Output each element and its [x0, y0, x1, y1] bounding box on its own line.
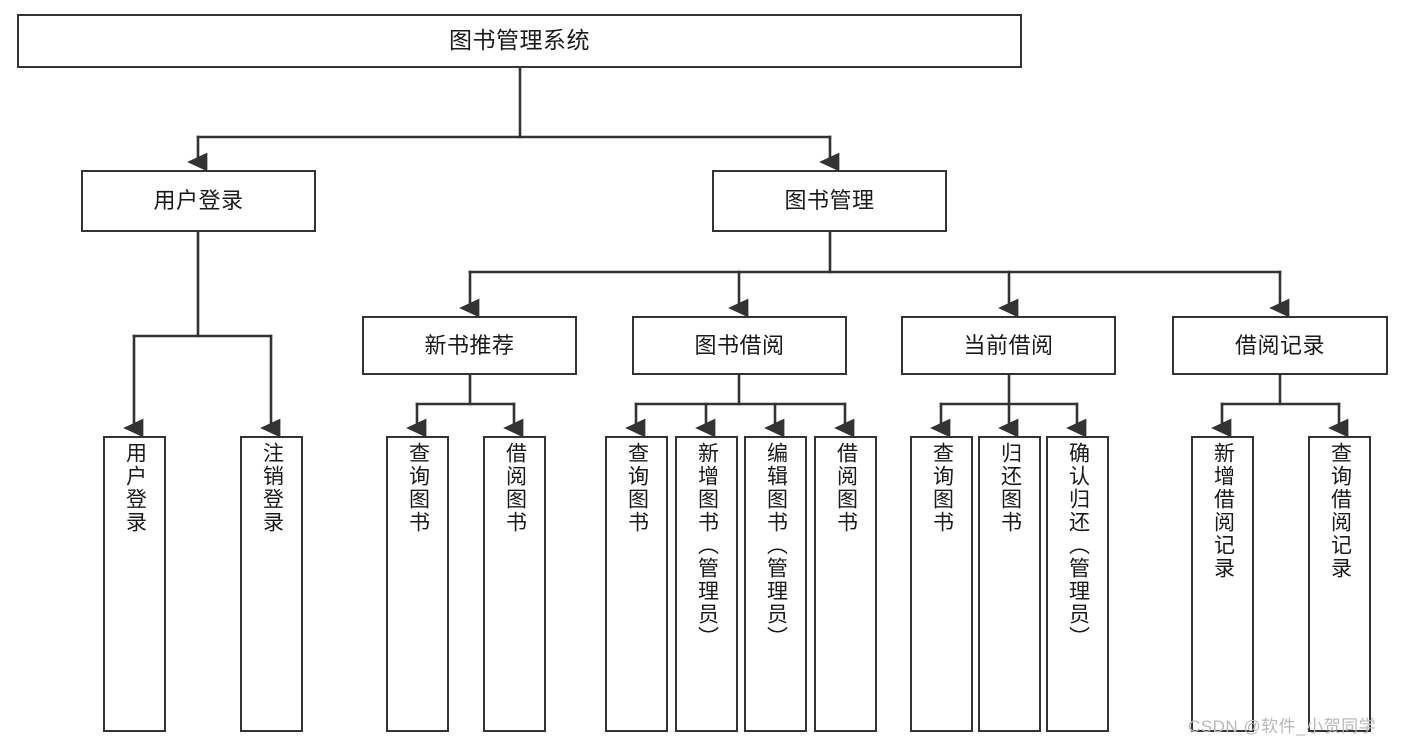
node-leaf-query-book-borrow[interactable]: 查询图书: [605, 436, 668, 732]
node-label: 编辑图书（管理员）: [764, 442, 788, 649]
node-leaf-return-book[interactable]: 归还图书: [978, 436, 1041, 732]
node-label: 新增图书（管理员）: [695, 442, 719, 649]
node-leaf-query-book-recommend[interactable]: 查询图书: [386, 436, 449, 732]
node-label: 查询借阅记录: [1328, 442, 1352, 580]
node-borrow-record[interactable]: 借阅记录: [1172, 316, 1388, 375]
node-leaf-add-book[interactable]: 新增图书（管理员）: [675, 436, 738, 732]
node-leaf-logout-login[interactable]: 注销登录: [240, 436, 303, 732]
node-label: 查询图书: [930, 442, 954, 534]
node-user-login[interactable]: 用户登录: [81, 170, 316, 232]
node-book-management-system[interactable]: 图书管理系统: [17, 14, 1022, 68]
node-leaf-borrow-book[interactable]: 借阅图书: [814, 436, 877, 732]
node-leaf-confirm-return[interactable]: 确认归还（管理员）: [1046, 436, 1109, 732]
node-label: 借阅图书: [503, 442, 527, 534]
node-label: 图书借阅: [694, 332, 785, 358]
node-label: 用户登录: [123, 442, 147, 534]
node-label: 注销登录: [260, 442, 284, 534]
node-book-borrow[interactable]: 图书借阅: [632, 316, 847, 375]
node-label: 用户登录: [153, 188, 244, 214]
csdn-watermark: CSDN @软件_小贺同学: [1188, 717, 1377, 736]
node-label: 归还图书: [998, 442, 1022, 534]
node-label: 新增借阅记录: [1211, 442, 1235, 580]
node-leaf-query-book-current[interactable]: 查询图书: [910, 436, 973, 732]
node-label: 查询图书: [406, 442, 430, 534]
node-label: 当前借阅: [963, 332, 1054, 358]
node-current-borrow[interactable]: 当前借阅: [901, 316, 1116, 375]
node-book-management[interactable]: 图书管理: [712, 170, 947, 232]
node-label: 借阅记录: [1234, 332, 1325, 358]
node-leaf-borrow-book-recommend[interactable]: 借阅图书: [483, 436, 546, 732]
node-new-book-recommend[interactable]: 新书推荐: [362, 316, 577, 375]
node-leaf-query-borrow-record[interactable]: 查询借阅记录: [1308, 436, 1371, 732]
node-leaf-user-login[interactable]: 用户登录: [103, 436, 166, 732]
node-label: 图书管理: [784, 188, 875, 214]
node-leaf-edit-book[interactable]: 编辑图书（管理员）: [744, 436, 807, 732]
node-label: 借阅图书: [834, 442, 858, 534]
node-label: 新书推荐: [424, 332, 515, 358]
node-leaf-add-borrow-record[interactable]: 新增借阅记录: [1191, 436, 1254, 732]
node-label: 查询图书: [625, 442, 649, 534]
node-label: 图书管理系统: [449, 27, 590, 54]
node-label: 确认归还（管理员）: [1066, 442, 1090, 649]
